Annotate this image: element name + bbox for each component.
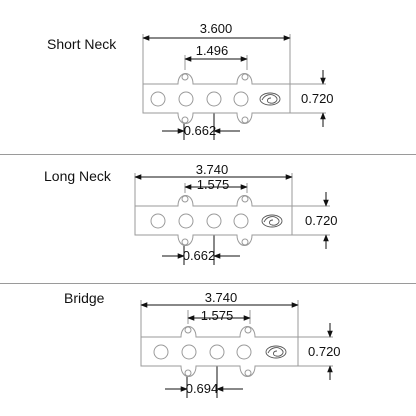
pickup-long-neck: 3.740 1.575 0.720 0.662: [134, 162, 338, 265]
dim-overall-length: 3.740: [205, 290, 238, 305]
dim-pole-pitch: 0.662: [183, 248, 216, 263]
section-divider: [0, 154, 416, 155]
mounting-hole: [181, 73, 249, 124]
pole-piece: [150, 213, 249, 229]
pickup-short-neck: 3.600 1.496 0.720 0.662: [142, 21, 334, 140]
dim-pole-spacing: 1.496: [196, 43, 229, 58]
mounting-hole: [184, 326, 252, 377]
pole-piece: [153, 344, 252, 360]
dim-pole-spacing: 1.575: [197, 177, 230, 192]
extension-lines: [142, 34, 326, 114]
mounting-hole: [181, 195, 249, 246]
section-divider: [0, 283, 416, 284]
section-title-bridge: Bridge: [64, 290, 105, 306]
swirl-logo-icon: [265, 345, 287, 359]
dim-overall-length: 3.600: [200, 21, 233, 36]
dim-height: 0.720: [301, 91, 334, 106]
pole-piece: [150, 91, 249, 107]
dim-height: 0.720: [308, 344, 341, 359]
swirl-logo-icon: [259, 92, 281, 106]
swirl-logo-icon: [261, 214, 283, 228]
section-title-long-neck: Long Neck: [44, 168, 111, 184]
section-title-short-neck: Short Neck: [47, 36, 117, 52]
pickup-bridge: 3.740 1.575 0.720 0.694: [140, 290, 341, 398]
dim-height: 0.720: [305, 213, 338, 228]
dim-overall-length: 3.740: [196, 162, 229, 177]
dim-pole-pitch: 0.694: [186, 381, 219, 396]
dim-pole-pitch: 0.662: [184, 123, 217, 138]
dim-pole-spacing: 1.575: [201, 308, 234, 323]
